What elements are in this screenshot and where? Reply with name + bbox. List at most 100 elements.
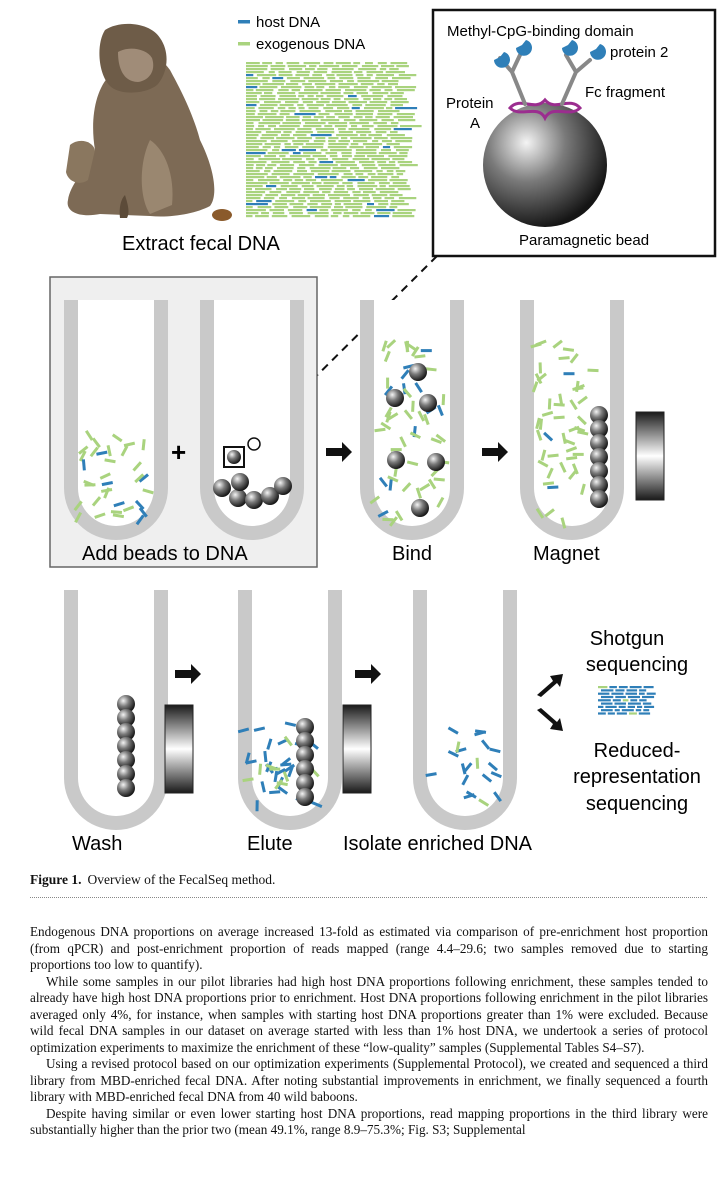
exogenous-dna-fragment (274, 206, 289, 209)
exogenous-dna-fragment (270, 140, 288, 143)
tube-isolate (413, 590, 517, 830)
exogenous-dna-fragment (354, 170, 373, 173)
exogenous-dna-fragment (371, 158, 390, 161)
exogenous-dna-fragment (382, 517, 394, 522)
exogenous-dna-fragment (261, 212, 269, 215)
exogenous-dna-fragment (272, 212, 285, 215)
magnetic-bead (117, 765, 135, 783)
exogenous-dna-fragment (348, 128, 370, 131)
exogenous-dna-fragment (323, 62, 334, 65)
article-body: Endogenous DNA proportions on average in… (30, 924, 708, 1139)
exogenous-dna-fragment (305, 143, 324, 146)
exogenous-dna-fragment (328, 86, 336, 89)
exogenous-dna-fragment (386, 377, 390, 389)
host-dna-fragment (474, 729, 487, 734)
exogenous-dna-fragment (246, 194, 263, 197)
exogenous-dna-fragment (312, 194, 325, 197)
sequenced-fragment (601, 709, 613, 712)
exogenous-dna-fragment (277, 167, 294, 170)
host-dna-fragment (436, 404, 444, 417)
exogenous-dna-fragment (388, 516, 398, 527)
sequencing-outputs: Shotgun sequencing Reduced- representati… (573, 628, 701, 815)
exogenous-dna-fragment (350, 137, 372, 140)
host-dna-fragment (246, 152, 266, 155)
exogenous-dna-fragment (286, 77, 300, 80)
exogenous-dna-fragment (334, 203, 341, 206)
exogenous-dna-fragment (302, 101, 313, 104)
exogenous-dna-fragment (348, 101, 367, 104)
exogenous-dna-fragment (289, 155, 311, 158)
host-dna-fragment (311, 801, 323, 809)
exogenous-dna-fragment (384, 98, 393, 101)
exogenous-dna-fragment (547, 398, 552, 410)
sequenced-fragment (639, 692, 645, 695)
exogenous-dna-fragment (290, 80, 306, 83)
exogenous-dna-fragment (542, 481, 555, 486)
label-elute: Elute (247, 833, 293, 855)
exogenous-dna-fragment (390, 203, 409, 206)
exogenous-dna-fragment (374, 137, 388, 140)
exogenous-dna-fragment (363, 98, 371, 101)
sequenced-fragment (609, 686, 617, 689)
exogenous-dna-fragment (341, 65, 358, 68)
host-dna-fragment (292, 152, 301, 155)
exogenous-dna-fragment (324, 125, 333, 128)
host-dna-fragment (81, 459, 86, 471)
exogenous-dna-fragment (378, 182, 390, 185)
exogenous-dna-fragment (242, 777, 254, 783)
caption-text: Overview of the FecalSeq method. (87, 872, 276, 887)
host-dna-fragment (461, 774, 470, 786)
exogenous-dna-fragment (343, 212, 359, 215)
exogenous-dna-fragment (315, 128, 334, 131)
host-dna-fragment (377, 509, 389, 518)
magnetic-bead (411, 499, 429, 517)
host-dna-fragment (487, 761, 499, 772)
exogenous-dna-fragment (368, 179, 388, 182)
tube-elute (237, 590, 342, 830)
exogenous-dna-fragment (396, 149, 409, 152)
exogenous-dna-fragment (302, 146, 324, 149)
exogenous-dna-fragment (562, 347, 575, 352)
exogenous-dna-fragment (541, 410, 554, 417)
exogenous-dna-fragment (255, 89, 274, 92)
exogenous-dna-fragment (342, 215, 350, 218)
exogenous-dna-fragment (404, 341, 410, 353)
host-dna-fragment (463, 762, 473, 773)
exogenous-dna-fragment (312, 155, 326, 158)
exogenous-dna-fragment (425, 367, 437, 372)
exogenous-dna-fragment (383, 350, 391, 363)
exogenous-dna-fragment (297, 104, 304, 107)
exogenous-dna-fragment (546, 467, 554, 479)
exogenous-dna-fragment (402, 387, 413, 399)
dna-fragment-pool (246, 62, 422, 218)
exogenous-dna-fragment (573, 426, 586, 433)
host-dna-fragment (465, 790, 477, 799)
exogenous-dna-fragment (264, 170, 271, 173)
sequenced-fragment (637, 705, 643, 708)
exogenous-dna-fragment (576, 415, 587, 426)
exogenous-dna-fragment (307, 212, 329, 215)
exogenous-dna-fragment (381, 65, 395, 68)
exogenous-dna-fragment (279, 125, 300, 128)
exogenous-dna-fragment (349, 122, 369, 125)
exogenous-dna-fragment (273, 146, 281, 149)
magnetic-bead (590, 434, 608, 452)
exogenous-dna-fragment (580, 483, 586, 496)
exogenous-dna-fragment (316, 95, 324, 98)
exogenous-dna-fragment (281, 86, 302, 89)
host-dna-fragment (138, 473, 149, 483)
exogenous-dna-fragment (397, 188, 411, 191)
exogenous-dna-fragment (272, 80, 286, 83)
exogenous-dna-fragment (301, 98, 319, 101)
exogenous-dna-fragment (293, 134, 307, 137)
exogenous-dna-fragment (261, 134, 278, 137)
sequenced-fragment (646, 692, 656, 695)
sequenced-fragment (615, 689, 625, 692)
inset-protein2-label: protein 2 (610, 44, 668, 61)
exogenous-dna-fragment (309, 65, 317, 68)
exogenous-dna-fragment (286, 62, 300, 65)
host-dna-fragment (256, 200, 272, 203)
exogenous-dna-fragment (563, 438, 576, 446)
exogenous-dna-fragment (377, 113, 393, 116)
exogenous-dna-fragment (288, 107, 296, 110)
